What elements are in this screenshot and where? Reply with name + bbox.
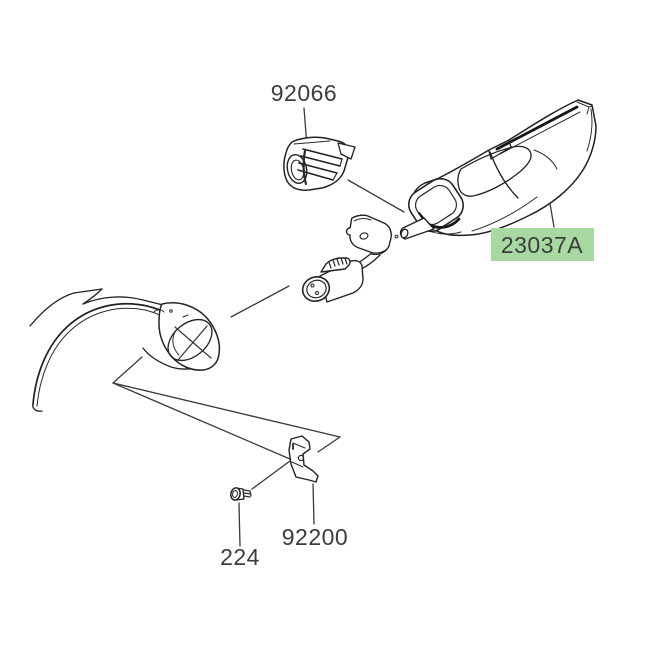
mount-plate bbox=[345, 214, 392, 254]
part-label-224: 224 bbox=[220, 544, 260, 570]
leader-connector-to-fender bbox=[230, 285, 290, 318]
leader-224 bbox=[238, 502, 241, 547]
leader-screw-to-bracket bbox=[251, 460, 291, 490]
connector-drawing bbox=[301, 257, 364, 303]
leader-clip-to-stem bbox=[347, 179, 405, 213]
leader-92200 bbox=[312, 483, 315, 525]
stem-bracket-drawing bbox=[345, 214, 392, 271]
clip-92066-drawing bbox=[283, 136, 356, 191]
part-label-92200: 92200 bbox=[282, 524, 348, 550]
leader-fender-to-bracket-a bbox=[112, 356, 341, 453]
screw-224-drawing bbox=[230, 487, 252, 501]
part-label-highlight[interactable] bbox=[491, 228, 594, 261]
leader-fender-to-bracket-b bbox=[112, 382, 291, 460]
turn-signal-lamp-drawing bbox=[394, 99, 597, 240]
lens-slot bbox=[495, 105, 579, 151]
part-labels: 92066 23037A 92200 224 bbox=[220, 80, 594, 570]
mounting-bracket-92200-drawing bbox=[288, 435, 319, 483]
part-label-92066: 92066 bbox=[271, 80, 337, 106]
cross-line-b bbox=[177, 325, 208, 361]
fender-drawing bbox=[29, 288, 221, 412]
part-label-23037A[interactable]: 23037A bbox=[501, 232, 583, 258]
